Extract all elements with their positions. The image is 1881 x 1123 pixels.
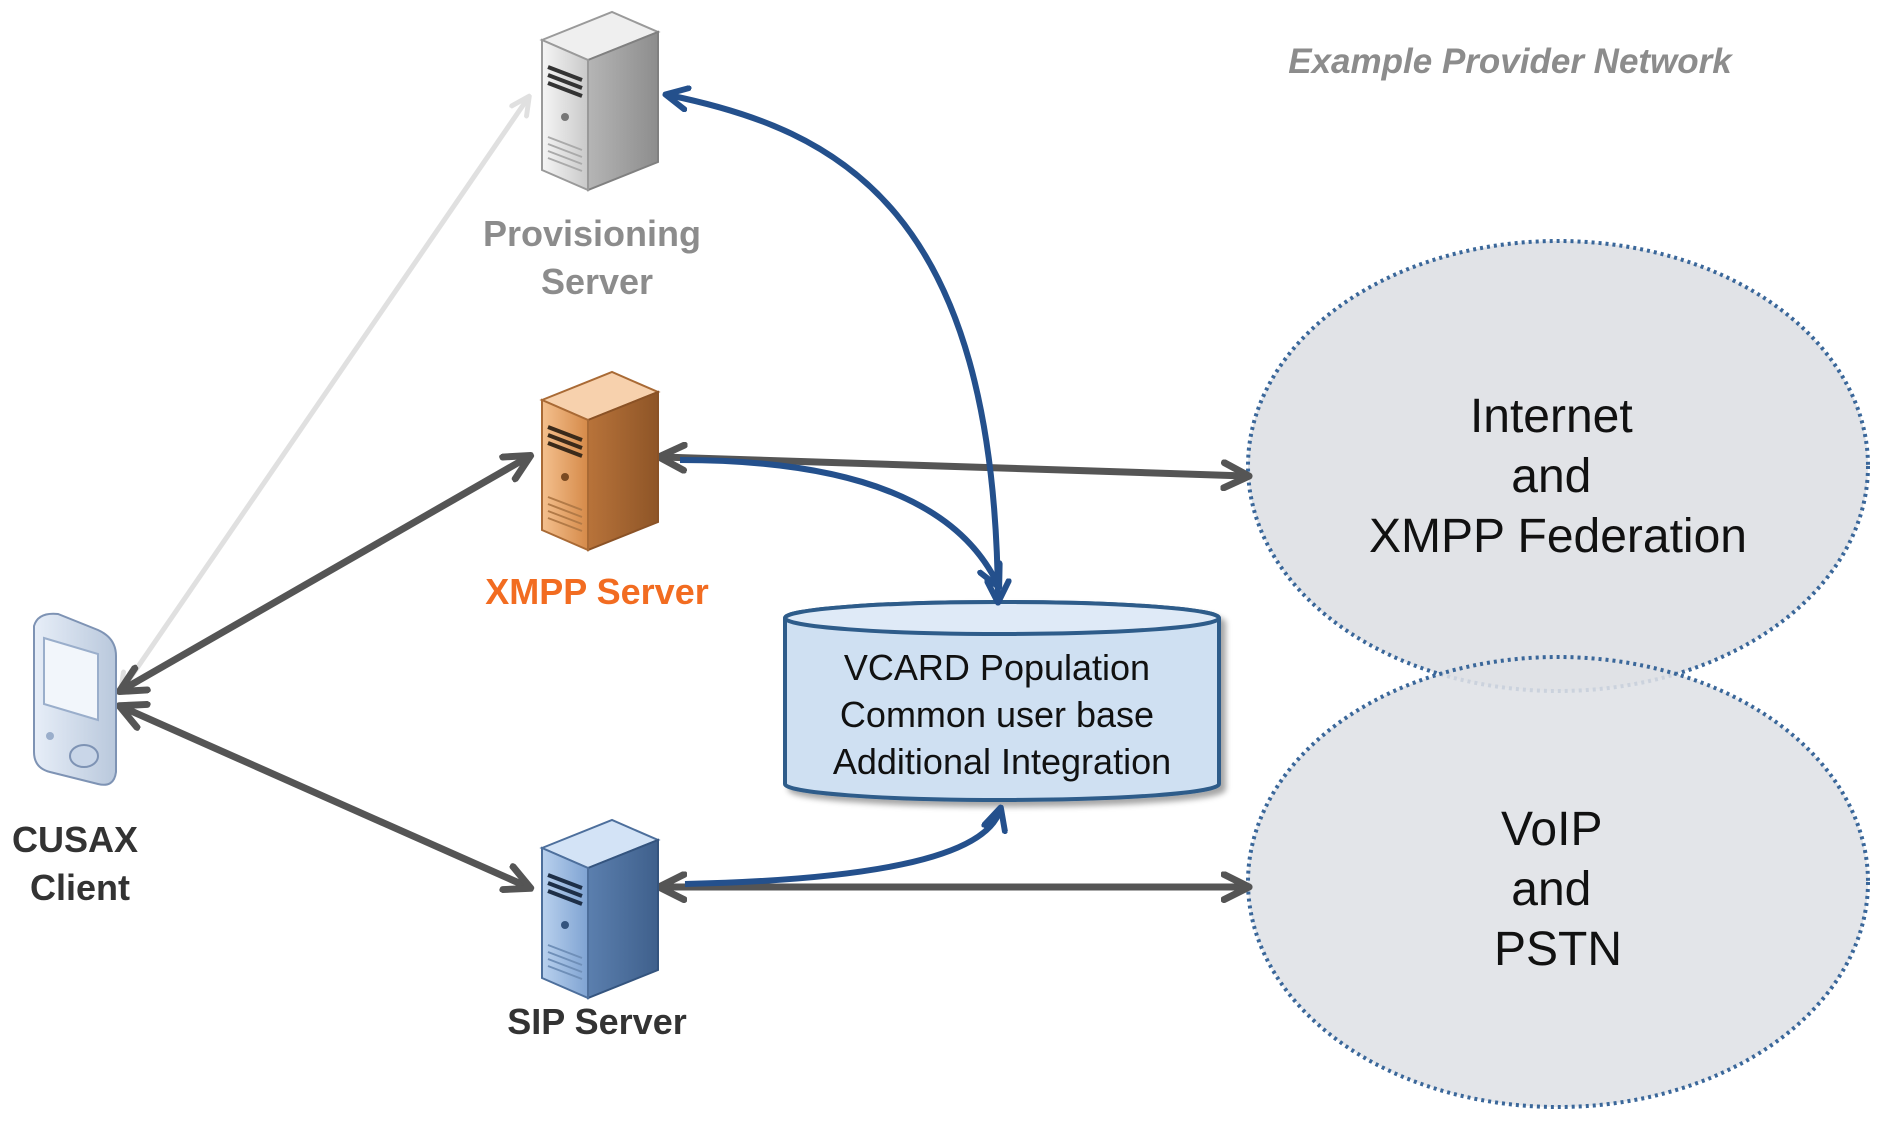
voip-cloud-line2: and [1511,863,1591,916]
xmpp-server-icon [539,370,661,552]
xmpp-server-label: XMPP Server [485,571,708,612]
client-sip-arrow [122,707,528,887]
database-line1: VCARD Population [844,647,1150,688]
cusax-client-device-icon [33,612,117,786]
client-label-line1: CUSAX [12,819,138,860]
sip-server-icon [539,818,661,1000]
voip-cloud-line1: VoIP [1501,803,1602,856]
provisioning-label-line2: Server [541,261,653,302]
database-text: VCARD Population Common user base Additi… [833,647,1171,782]
client-xmpp-arrow [122,457,528,690]
xmpp-database-arrow [679,457,998,585]
sip-database-arrow [684,810,1000,887]
voip-cloud-line3: PSTN [1494,923,1622,976]
client-label-line2: Client [30,867,130,908]
internet-cloud: Internet and XMPP Federation [1246,239,1870,693]
svg-text:VoIP and PSTN: VoIP and PSTN [1494,803,1622,976]
provisioning-server-icon [539,10,661,192]
database-line3: Additional Integration [833,741,1171,782]
database-line2: Common user base [840,694,1154,735]
provisioning-label-line1: Provisioning [483,213,701,254]
network-title: Example Provider Network [1288,42,1733,81]
sip-server-label: SIP Server [507,1001,686,1042]
provisioning-server-label: Provisioning Server [483,213,711,302]
svg-text:Internet and XMPP: Internet and XMPP Federation [1369,390,1747,563]
voip-cloud: VoIP and PSTN [1246,655,1870,1109]
internet-cloud-line1: Internet [1470,390,1633,443]
vcard-database [783,600,1221,802]
internet-cloud-line3: XMPP Federation [1369,510,1747,563]
provisioning-database-arrow [668,95,998,600]
internet-cloud-line2: and [1511,450,1591,503]
client-provisioning-arrow [122,98,528,690]
cusax-client-label: CUSAX Client [12,819,148,908]
